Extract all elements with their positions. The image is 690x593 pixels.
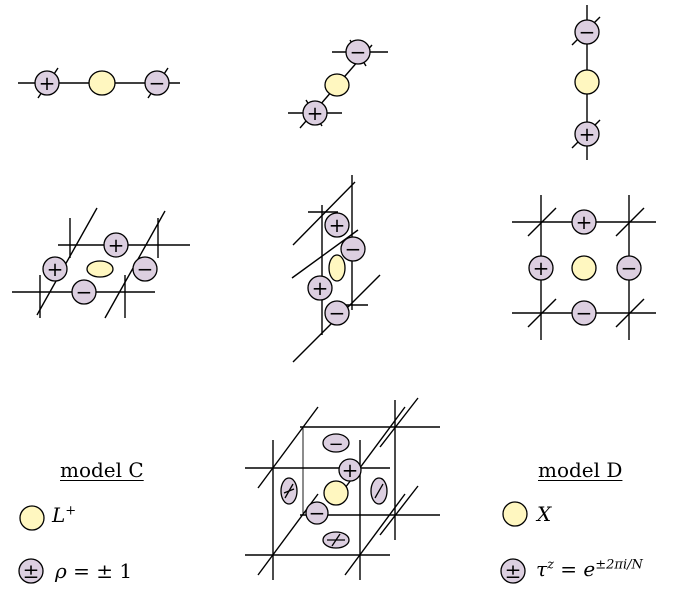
svg-text:±: ±: [505, 559, 522, 583]
charge-plus: +: [307, 275, 333, 301]
svg-text:−: −: [350, 40, 367, 64]
svg-text:±: ±: [23, 559, 40, 583]
svg-text:+: +: [533, 256, 550, 280]
charge-plus: +: [338, 458, 362, 482]
charge-plus: +: [42, 256, 68, 282]
legend-title-model-c: model C: [60, 458, 144, 482]
charge-minus: −: [132, 256, 158, 282]
charge-plus: +: [574, 121, 600, 147]
neutral-site: [574, 69, 600, 95]
tau-superscript: z: [547, 557, 554, 573]
legend-charge-label: τz = e±2πi/N: [536, 557, 643, 581]
svg-text:−: −: [579, 20, 596, 44]
charge-tilted-right: [370, 477, 388, 505]
charge-tilted-left: [280, 477, 298, 505]
charge-minus: −: [340, 236, 366, 262]
svg-text:−: −: [309, 501, 326, 525]
neutral-symbol: X: [537, 502, 552, 526]
neutral-site: [571, 255, 597, 281]
svg-text:−: −: [76, 280, 93, 304]
legend-title-model-d: model D: [538, 458, 623, 482]
legend-neutral-label: X: [537, 502, 551, 526]
svg-text:−: −: [621, 256, 638, 280]
exponent: ±2πi/N: [595, 557, 643, 573]
charge-plus: +: [103, 232, 129, 258]
charge-plus: +: [324, 212, 350, 238]
svg-text:+: +: [579, 122, 596, 146]
charge-plus: +: [571, 209, 597, 235]
svg-text:+: +: [312, 276, 329, 300]
svg-text:−: −: [345, 237, 362, 261]
charge-minus: −: [144, 70, 170, 96]
charge-plus: +: [302, 100, 328, 126]
charge-plus: +: [34, 70, 60, 96]
svg-text:+: +: [47, 257, 64, 281]
neutral-site: [328, 254, 346, 282]
neutral-site: [86, 260, 114, 278]
svg-text:+: +: [307, 101, 324, 125]
svg-text:+: +: [39, 71, 56, 95]
legend-neutral-icon: [502, 501, 528, 527]
charge-minus: −: [616, 255, 642, 281]
neutral-site: [88, 70, 116, 96]
svg-text:−: −: [149, 71, 166, 95]
svg-text:+: +: [342, 458, 359, 482]
legend-charge-icon: ±: [500, 558, 526, 584]
svg-text:+: +: [329, 213, 346, 237]
svg-text:−: −: [328, 434, 343, 455]
cube-lattice: [245, 397, 440, 580]
charge-flat-bottom: [322, 531, 350, 549]
charge-minus: −: [574, 19, 600, 45]
neutral-site: [323, 480, 349, 506]
legend-charge-label: ρ = ± 1: [55, 559, 132, 583]
charge-values: = ± 1: [73, 559, 133, 583]
charge-minus: −: [345, 39, 371, 65]
neutral-symbol: L: [52, 503, 66, 527]
legend-neutral-label: L+: [52, 503, 76, 527]
neutral-site: [324, 73, 350, 97]
charge-minus: −: [324, 300, 350, 326]
charge-minus: −: [571, 300, 597, 326]
svg-text:+: +: [108, 233, 125, 257]
tau-symbol: τ: [536, 557, 548, 581]
svg-text:−: −: [329, 301, 346, 325]
equals-e: = e: [553, 557, 596, 581]
svg-text:−: −: [137, 257, 154, 281]
charge-plus: +: [528, 255, 554, 281]
legend-charge-icon: ±: [18, 558, 44, 584]
charge-minus: −: [305, 501, 329, 525]
legend-neutral-icon: [19, 505, 45, 531]
neutral-superscript: +: [65, 503, 77, 519]
charge-minus: −: [322, 433, 350, 455]
charge-symbol: ρ: [55, 559, 67, 583]
charge-minus: −: [71, 279, 97, 305]
svg-text:−: −: [576, 301, 593, 325]
svg-text:+: +: [576, 210, 593, 234]
